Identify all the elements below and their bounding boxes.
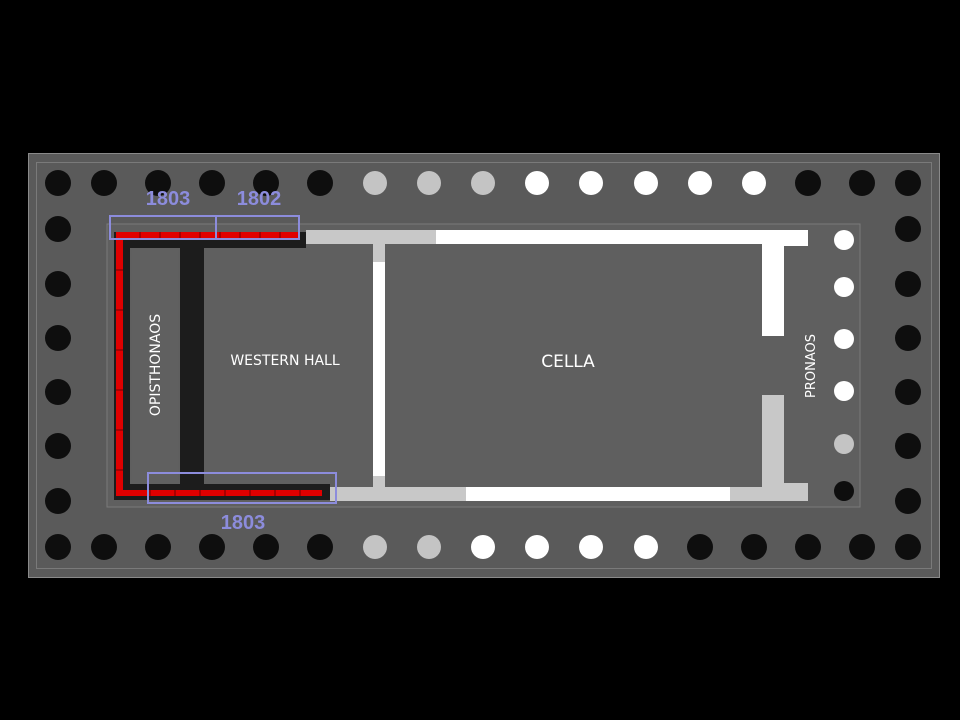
column bbox=[45, 216, 71, 242]
removed-west-wall bbox=[116, 232, 123, 496]
naos-floor bbox=[106, 223, 861, 508]
columns-west-end bbox=[45, 216, 71, 514]
room-label-western-hall: WESTERN HALL bbox=[230, 353, 340, 369]
date-label-north-east: 1802 bbox=[237, 188, 282, 210]
removed-wall-markers bbox=[116, 232, 322, 496]
date-boxes bbox=[109, 215, 337, 504]
north-wall-grey bbox=[306, 230, 436, 244]
date-label-north-west: 1803 bbox=[146, 188, 191, 210]
column bbox=[45, 488, 71, 514]
column bbox=[849, 170, 875, 196]
pronaos-end-north bbox=[784, 232, 808, 246]
pronaos-end-south bbox=[784, 483, 808, 501]
north-wall-white bbox=[436, 230, 808, 244]
column bbox=[45, 271, 71, 297]
columns-east-end bbox=[895, 216, 921, 514]
column bbox=[45, 379, 71, 405]
column bbox=[199, 534, 225, 560]
column bbox=[795, 534, 821, 560]
column bbox=[634, 171, 658, 195]
columns-north-row bbox=[45, 170, 921, 196]
column bbox=[417, 535, 441, 559]
opisthonaos-inner-floor bbox=[132, 250, 178, 480]
column bbox=[688, 171, 712, 195]
date-box-north-east bbox=[215, 215, 300, 240]
column bbox=[525, 171, 549, 195]
column bbox=[199, 170, 225, 196]
column bbox=[634, 535, 658, 559]
column bbox=[834, 434, 854, 454]
column bbox=[849, 534, 875, 560]
column bbox=[687, 534, 713, 560]
column bbox=[895, 271, 921, 297]
column bbox=[834, 277, 854, 297]
column bbox=[253, 534, 279, 560]
room-label-cella: CELLA bbox=[541, 352, 595, 372]
stylobate-outline-outer bbox=[28, 153, 940, 578]
column bbox=[525, 535, 549, 559]
south-wall-grey-west bbox=[330, 487, 466, 501]
column bbox=[834, 230, 854, 250]
column bbox=[45, 325, 71, 351]
stylobate-outline-inner bbox=[36, 162, 932, 569]
column bbox=[895, 433, 921, 459]
column bbox=[895, 325, 921, 351]
column bbox=[145, 534, 171, 560]
column bbox=[795, 170, 821, 196]
column bbox=[45, 534, 71, 560]
column bbox=[834, 481, 854, 501]
columns-south-row bbox=[45, 534, 921, 560]
date-box-south bbox=[147, 472, 337, 504]
column bbox=[363, 535, 387, 559]
column bbox=[834, 381, 854, 401]
column bbox=[895, 170, 921, 196]
date-label-south: 1803 bbox=[221, 512, 266, 534]
column bbox=[741, 534, 767, 560]
column bbox=[45, 170, 71, 196]
room-label-pronaos: PRONAOS bbox=[804, 334, 819, 398]
column bbox=[895, 534, 921, 560]
column bbox=[579, 535, 603, 559]
column bbox=[895, 379, 921, 405]
cella-east-wall-north bbox=[762, 244, 784, 336]
cella-west-wall bbox=[373, 244, 385, 262]
cella-west-wall-base bbox=[373, 476, 385, 487]
removed-south-wall bbox=[116, 490, 322, 496]
south-wall-white bbox=[466, 487, 730, 501]
column bbox=[834, 329, 854, 349]
column bbox=[91, 534, 117, 560]
cella-east-wall-south bbox=[762, 395, 784, 487]
column bbox=[471, 535, 495, 559]
removed-north-wall bbox=[116, 232, 298, 238]
room-label-opisthonaos: OPISTHONAOS bbox=[148, 314, 164, 416]
column bbox=[742, 171, 766, 195]
column bbox=[307, 170, 333, 196]
column bbox=[579, 171, 603, 195]
column bbox=[471, 171, 495, 195]
column bbox=[307, 534, 333, 560]
column bbox=[895, 488, 921, 514]
column bbox=[145, 170, 171, 196]
column bbox=[417, 171, 441, 195]
column bbox=[895, 216, 921, 242]
column bbox=[91, 170, 117, 196]
column bbox=[253, 170, 279, 196]
columns-pronaos bbox=[834, 230, 854, 501]
cella-west-wall-white bbox=[373, 262, 385, 476]
removed-wall-ticks bbox=[116, 232, 301, 496]
opisthonaos-cross-wall bbox=[180, 240, 204, 488]
column bbox=[45, 433, 71, 459]
column bbox=[363, 171, 387, 195]
